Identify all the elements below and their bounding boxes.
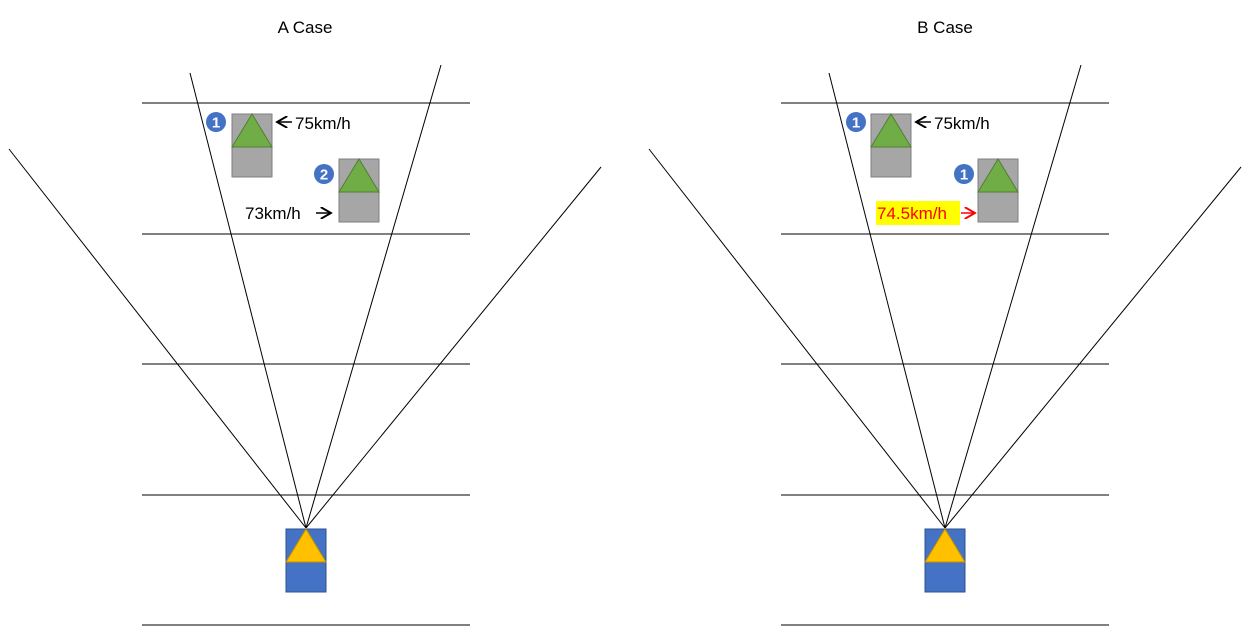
target-vehicle-2-a [338, 158, 380, 223]
target-vehicle-triangle [870, 113, 912, 148]
target-vehicle-triangle [338, 158, 380, 193]
panel-a-title: A Case [278, 18, 333, 37]
sensor-ray [648, 148, 946, 529]
ego-vehicle-triangle [285, 528, 327, 563]
badge-circle [954, 164, 974, 184]
sensor-rays-b [648, 64, 1242, 529]
sensor-ray [305, 166, 602, 529]
target-1-speed-a: 75km/h [295, 114, 351, 133]
ego-vehicle-b [924, 528, 966, 593]
badge-2-b: 1 [954, 164, 974, 184]
lane-lines-b [781, 102, 1109, 626]
badge-number: 1 [852, 115, 860, 132]
sensor-ray [828, 72, 946, 529]
sensor-rays-a [8, 64, 602, 529]
lane-lines-a [142, 102, 470, 626]
target-2-speed-a: 73km/h [245, 204, 301, 223]
speed-highlight-box [876, 201, 960, 225]
target-vehicle-2-b [977, 158, 1019, 223]
badge-number: 2 [320, 167, 328, 184]
badge-1-a: 1 [206, 112, 226, 132]
target-vehicle-triangle [231, 113, 273, 148]
sensor-ray [944, 166, 1242, 529]
sensor-ray [944, 64, 1082, 529]
badge-1-b: 1 [846, 112, 866, 132]
target-vehicle-triangle [977, 158, 1019, 193]
sensor-ray [8, 148, 307, 529]
badge-circle [206, 112, 226, 132]
target-vehicle-1-a [231, 113, 273, 178]
badge-circle [314, 164, 334, 184]
target-2-speed-b: 74.5km/h [877, 204, 947, 223]
target-1-speed-b: 75km/h [934, 114, 990, 133]
ego-vehicle-a [285, 528, 327, 593]
badge-number: 1 [212, 115, 220, 132]
target-vehicle-1-b [870, 113, 912, 178]
panel-b: B Case 1 75km/h [648, 18, 1242, 626]
badge-number: 1 [960, 167, 968, 184]
badge-2-a: 2 [314, 164, 334, 184]
ego-vehicle-triangle [924, 528, 966, 563]
badge-circle [846, 112, 866, 132]
panel-a: A Case 1 75km/h [8, 18, 602, 626]
panel-b-title: B Case [917, 18, 973, 37]
sensor-ray [189, 72, 307, 529]
sensor-ray [305, 64, 442, 529]
